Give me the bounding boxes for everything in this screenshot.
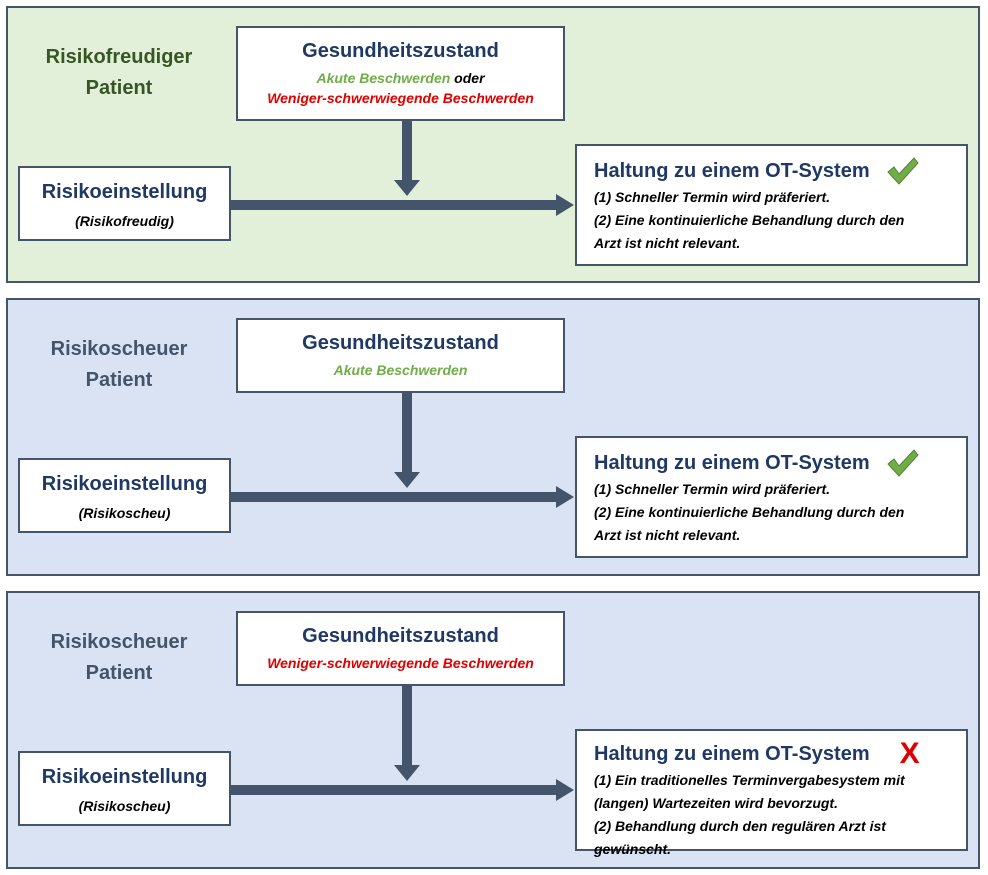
panel-risk-averse-acute: Risikoscheuer Patient Gesundheitszustand… xyxy=(6,298,980,576)
patient-label: Risikoscheuer Patient xyxy=(50,631,188,684)
attitude-item: (1) Ein traditionelles Terminvergabesyst… xyxy=(594,772,905,788)
attitude-item: (1) Schneller Termin wird präferiert. xyxy=(594,189,830,205)
patient-label: Risikoscheuer Patient xyxy=(50,338,188,391)
attitude-item: (2) Eine kontinuierliche Behandlung durc… xyxy=(594,212,905,228)
ot-attitude-title: Haltung zu einem OT-System xyxy=(594,451,870,474)
health-state-box: Gesundheitszustand Akute Beschwerden xyxy=(236,318,565,393)
health-state-line: Weniger-schwerwiegende Beschwerden xyxy=(267,90,534,106)
health-state-title: Gesundheitszustand xyxy=(302,332,499,354)
ot-attitude-box: Haltung zu einem OT-System X (1) Ein tra… xyxy=(575,729,968,857)
attitude-item: Arzt ist nicht relevant. xyxy=(594,235,741,251)
panel-risk-seeking: Risikofreudiger Patient Gesundheitszusta… xyxy=(6,6,980,283)
risk-attitude-title: Risikoeinstellung xyxy=(41,473,208,495)
risk-attitude-box: Risikoeinstellung (Risikoscheu) xyxy=(18,458,231,533)
check-icon xyxy=(886,449,919,477)
health-state-box: Gesundheitszustand Weniger-schwerwiegend… xyxy=(236,611,565,686)
ot-attitude-title: Haltung zu einem OT-System xyxy=(594,742,870,765)
x-icon: X xyxy=(899,737,920,770)
health-state-line: Weniger-schwerwiegende Beschwerden xyxy=(267,655,534,671)
attitude-item: (1) Schneller Termin wird präferiert. xyxy=(594,481,830,497)
risk-attitude-sub: (Risikoscheu) xyxy=(78,505,171,521)
risk-attitude-box: Risikoeinstellung (Risikofreudig) xyxy=(18,166,231,241)
attitude-item: Arzt ist nicht relevant. xyxy=(594,527,741,543)
health-state-title: Gesundheitszustand xyxy=(302,40,499,62)
ot-attitude-title: Haltung zu einem OT-System xyxy=(594,159,870,182)
attitude-item: (2) Behandlung durch den regulären Arzt … xyxy=(594,818,886,834)
panel-risk-averse-minor: Risikoscheuer Patient Gesundheitszustand… xyxy=(6,591,980,869)
ot-attitude-box: Haltung zu einem OT-System (1) Schneller… xyxy=(575,436,968,558)
health-state-box: Gesundheitszustand Akute Beschwerden ode… xyxy=(236,26,565,121)
risk-attitude-sub: (Risikofreudig) xyxy=(75,213,174,229)
risk-attitude-sub: (Risikoscheu) xyxy=(78,798,171,814)
risk-attitude-box: Risikoeinstellung (Risikoscheu) xyxy=(18,751,231,826)
health-state-line: Akute Beschwerden xyxy=(333,362,468,378)
ot-attitude-box: Haltung zu einem OT-System (1) Schneller… xyxy=(575,144,968,266)
check-icon xyxy=(886,157,919,185)
health-state-line: Akute Beschwerden oder xyxy=(316,70,485,86)
patient-label: Risikofreudiger Patient xyxy=(45,46,193,99)
risk-attitude-title: Risikoeinstellung xyxy=(41,181,208,203)
attitude-item: (langen) Wartezeiten wird bevorzugt. xyxy=(594,795,838,811)
risk-attitude-title: Risikoeinstellung xyxy=(41,766,208,788)
attitude-item: (2) Eine kontinuierliche Behandlung durc… xyxy=(594,504,905,520)
attitude-item: gewünscht. xyxy=(594,841,672,857)
health-state-title: Gesundheitszustand xyxy=(302,625,499,647)
